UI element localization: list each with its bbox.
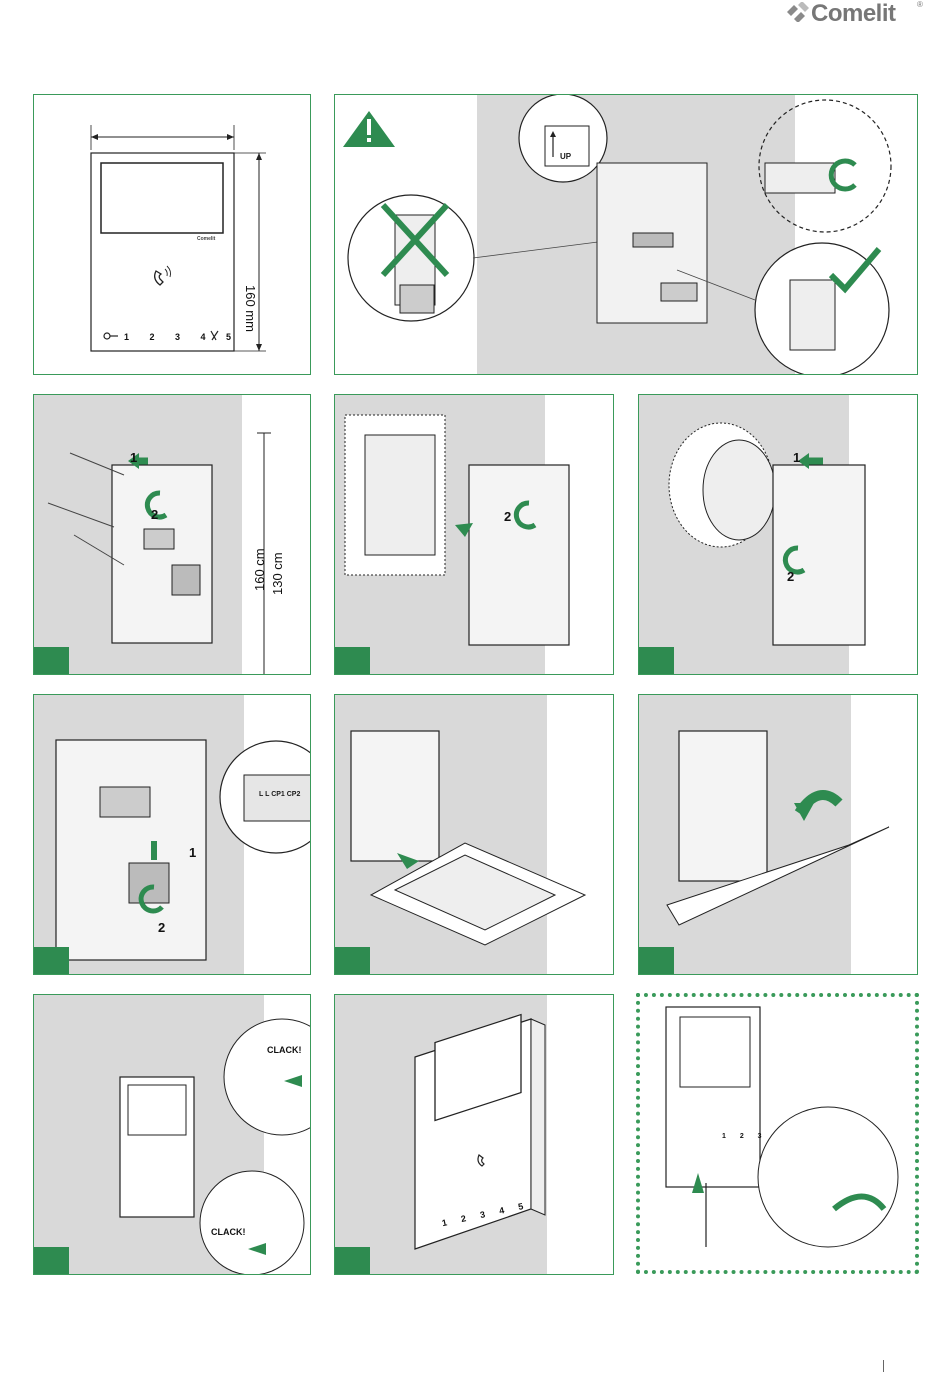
box-mount-drawing [335, 395, 614, 675]
panel-box-mount: 2 [334, 394, 614, 675]
device-brand-mini: Comelit [197, 236, 215, 242]
device-button-labels: 1 2 3 4 5 [124, 332, 240, 342]
height-130-label: 130 cm [270, 552, 285, 595]
clack-bottom-label: CLACK! [211, 1227, 246, 1237]
step-label-2: 2 [151, 507, 158, 522]
panel-clack: CLACK! CLACK! [33, 994, 311, 1275]
clack-drawing [34, 995, 311, 1275]
step-label-2: 2 [504, 509, 511, 524]
terminal-text: L L CP1 CP2 [259, 791, 300, 798]
step-label-1: 1 [793, 450, 800, 465]
height-160-label: 160 cm [252, 548, 267, 591]
finished-unit-drawing [335, 995, 614, 1275]
step-marker [335, 947, 370, 974]
step-marker [335, 1247, 370, 1274]
step-marker [639, 947, 674, 974]
panel-finished-unit: 1 2 3 4 5 [334, 994, 614, 1275]
panel-dimensions: Comelit 1 2 3 4 5 160 mm [33, 94, 311, 375]
panel-wall-mount: 1 2 160 cm 130 cm [33, 394, 311, 675]
height-label: 160 mm [243, 285, 258, 332]
brand-reg: ® [917, 0, 923, 9]
panel-hinge-insert [334, 694, 614, 975]
terminal-drawing [34, 695, 311, 975]
wall-mount-drawing [34, 395, 311, 675]
step-marker [639, 647, 674, 674]
device-button-labels: 1 2 3 [722, 1133, 768, 1140]
step-marker [335, 647, 370, 674]
hinge-insert-drawing [335, 695, 614, 975]
step-marker [34, 1247, 69, 1274]
step-marker [34, 947, 69, 974]
brand-logo: Comelit ® [785, 2, 935, 28]
panel-round-box-mount: 1 2 [638, 394, 918, 675]
up-label: UP [560, 152, 571, 161]
panel-wiring-warning: UP [334, 94, 918, 375]
clack-top-label: CLACK! [267, 1045, 302, 1055]
brand-name: Comelit [811, 0, 896, 28]
page-divider [883, 1360, 884, 1372]
step-label-2: 2 [158, 920, 165, 935]
step-label-2: 2 [787, 569, 794, 584]
panel-terminal-wiring: 1 2 L L CP1 CP2 [33, 694, 311, 975]
wiring-drawing [335, 95, 918, 375]
panel-removal: 1 2 3 [636, 993, 919, 1274]
step-label-1: 1 [189, 845, 196, 860]
brand-logo-icon [785, 2, 811, 22]
panel-close-unit [638, 694, 918, 975]
step-marker [34, 647, 69, 674]
step-label-1: 1 [130, 450, 137, 465]
round-box-drawing [639, 395, 918, 675]
close-unit-drawing [639, 695, 918, 975]
removal-drawing [640, 997, 919, 1274]
